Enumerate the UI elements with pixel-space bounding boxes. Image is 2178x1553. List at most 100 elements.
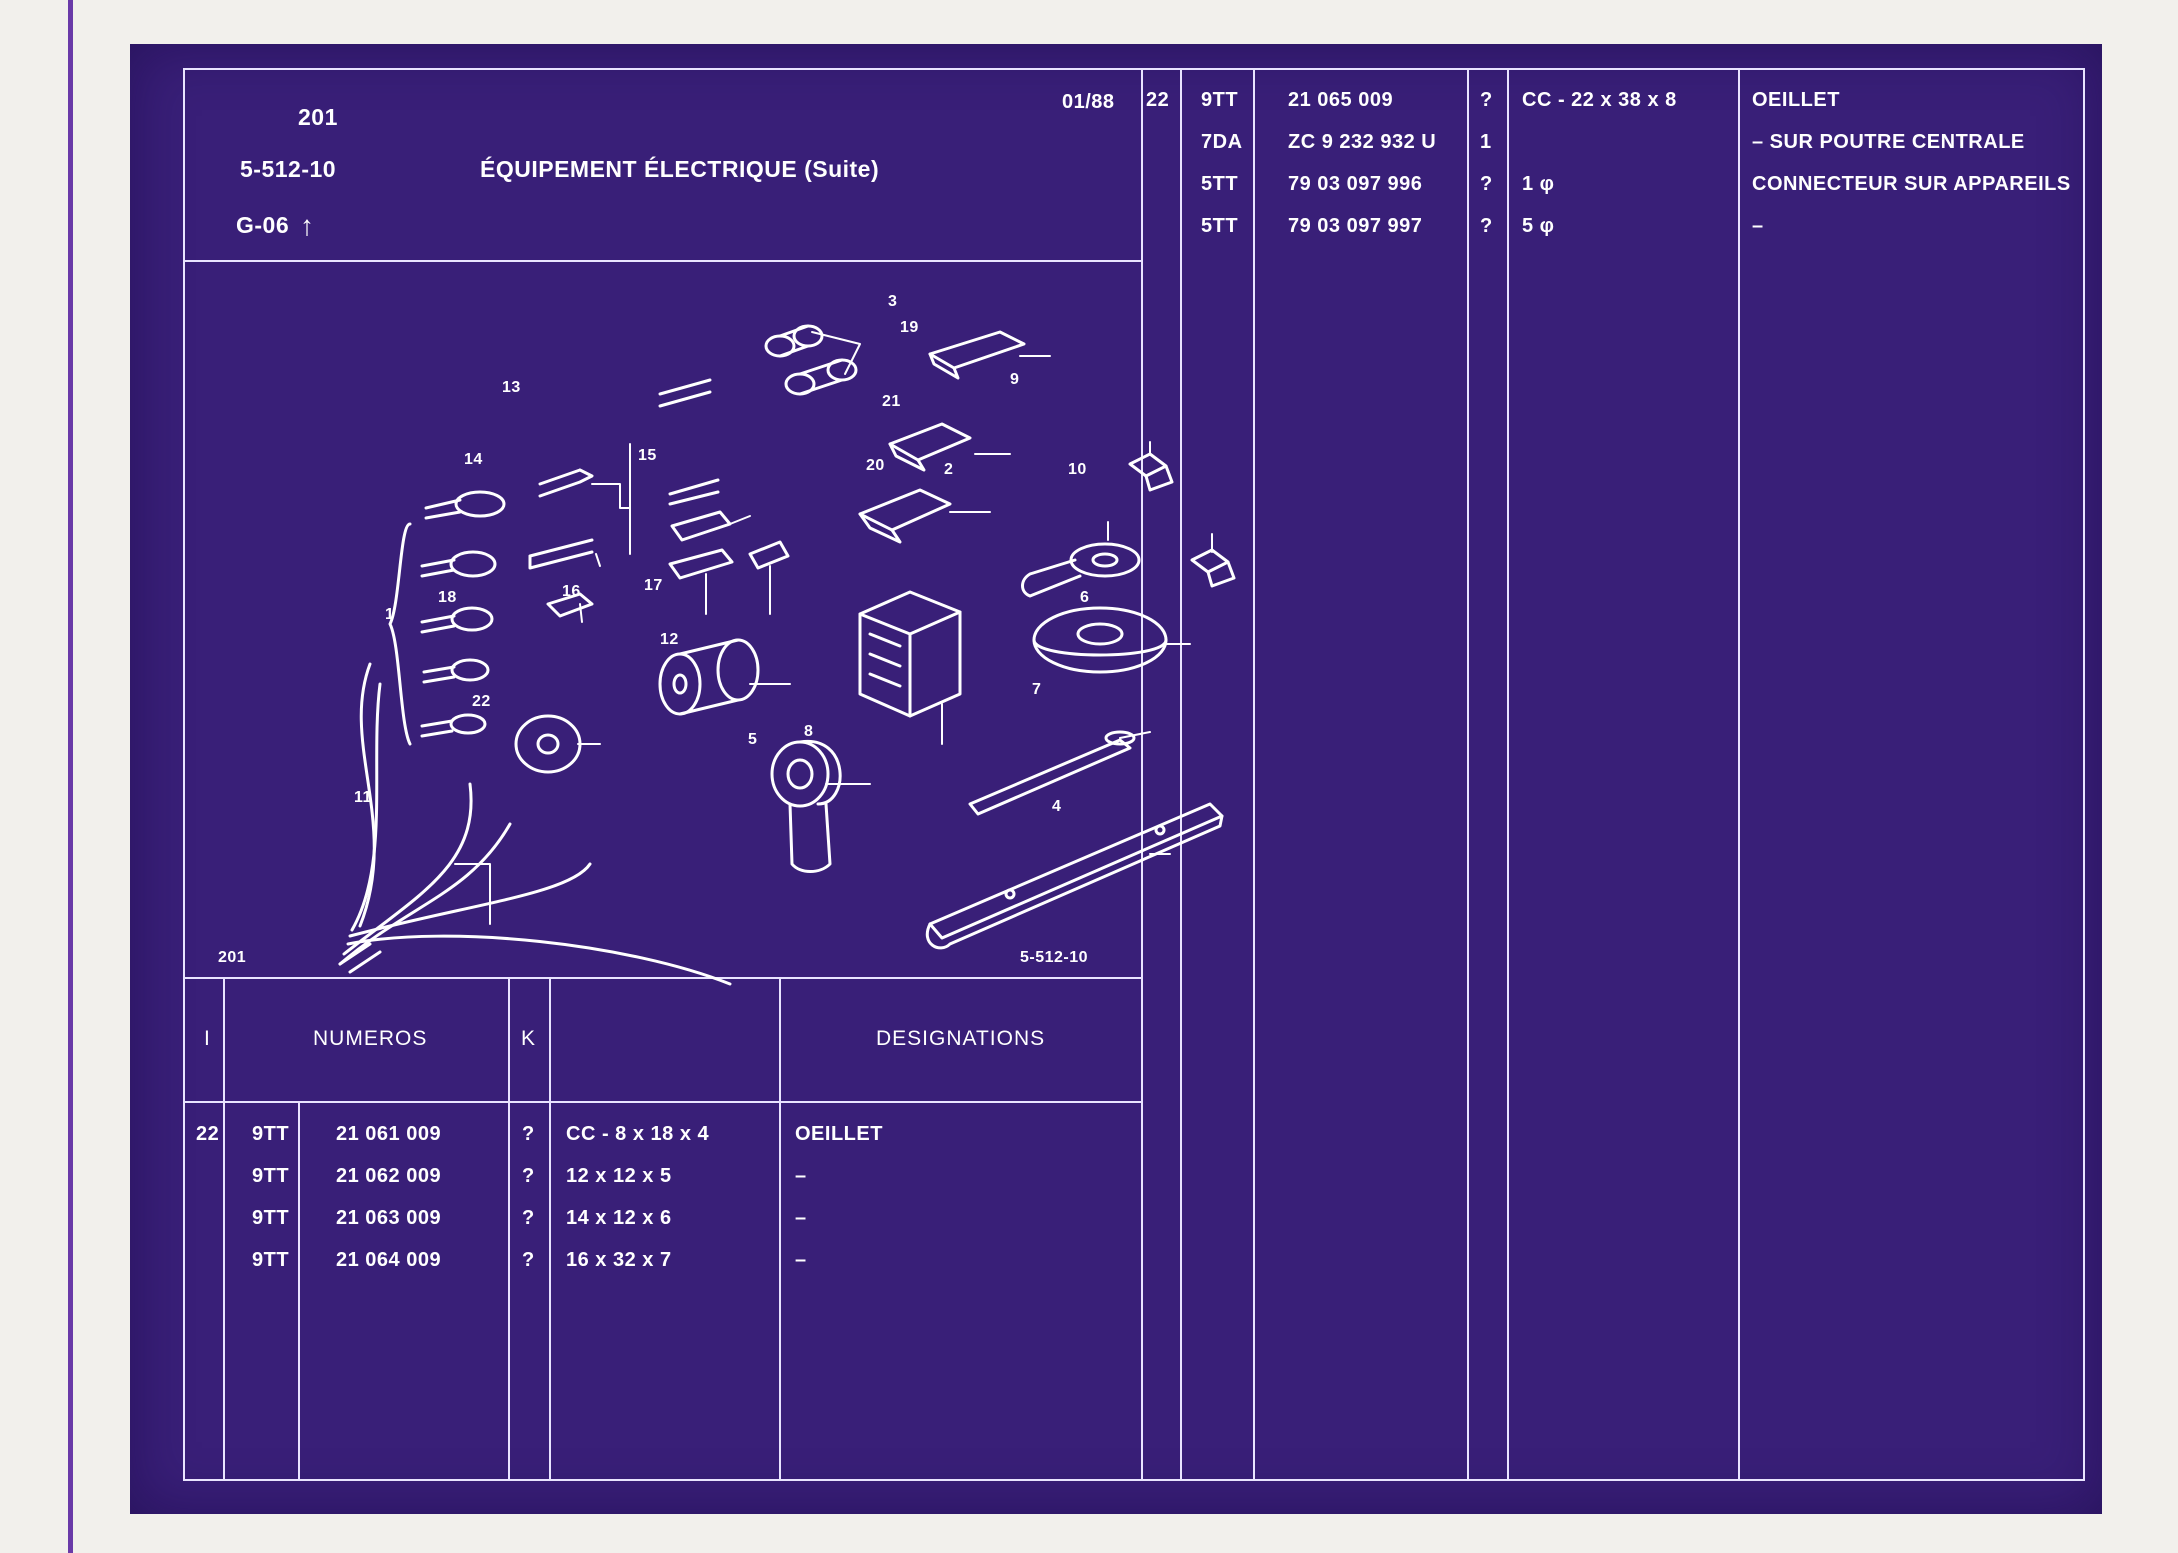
row-designation: OEILLET	[1752, 89, 1840, 111]
row-spec: CC - 22 x 38 x 8	[1522, 89, 1677, 111]
terminals-13-17-drawing	[658, 378, 790, 580]
col-sep-k	[549, 977, 551, 1481]
row-number: 21 064 009	[336, 1249, 442, 1271]
row-designation: CONNECTEUR SUR APPAREILS	[1752, 173, 2071, 195]
edition-date: 01/88	[1062, 91, 1115, 113]
row-spec: 16 x 32 x 7	[566, 1249, 672, 1271]
row-k: ?	[522, 1123, 535, 1145]
callout-6: 6	[1080, 589, 1090, 606]
grommet-22-drawing	[514, 714, 582, 774]
leader-lines	[454, 331, 1213, 925]
rcol-sep-spec	[1738, 68, 1740, 1481]
up-arrow-icon: ↑	[300, 210, 315, 241]
strap-7-drawing	[968, 730, 1136, 816]
row-prefix: 9TT	[252, 1165, 290, 1187]
sleeves-3-drawing	[764, 324, 858, 396]
center-separator-a	[1141, 68, 1143, 1481]
callout-21: 21	[882, 393, 901, 410]
frame-right	[2083, 68, 2085, 1481]
row-designation: –	[795, 1249, 807, 1271]
center-separator-b	[1180, 68, 1182, 1481]
col-sep-numbers	[508, 977, 510, 1481]
col-sep-spec	[779, 977, 781, 1481]
row-number: 21 062 009	[336, 1165, 442, 1187]
callout-16: 16	[562, 583, 581, 600]
table-header-bottom-line	[183, 1101, 1141, 1103]
row-prefix: 7DA	[1201, 131, 1243, 153]
row-spec: 14 x 12 x 6	[566, 1207, 672, 1229]
row-designation: OEILLET	[795, 1123, 883, 1145]
row-prefix: 9TT	[252, 1123, 290, 1145]
callout-8: 8	[804, 723, 814, 740]
row-designation: –	[795, 1207, 807, 1229]
callout-14: 14	[464, 451, 483, 468]
rcol-sep-prefix	[1253, 68, 1255, 1481]
callout-5: 5	[748, 731, 758, 748]
page-number: 201	[298, 104, 338, 130]
parts-sheet: 201 5-512-10 G-06 ↑ ÉQUIPEMENT ÉLECTRIQU…	[130, 44, 2102, 1514]
row-k: ?	[522, 1165, 535, 1187]
rcol-sep-k	[1507, 68, 1509, 1481]
row-number: 21 065 009	[1288, 89, 1394, 111]
figure-caption-right: 5-512-10	[1020, 949, 1089, 966]
callout-1: 1	[385, 606, 395, 623]
row-spec: 12 x 12 x 5	[566, 1165, 672, 1187]
row-k: ?	[1480, 173, 1493, 195]
row-item: 22	[1146, 89, 1170, 111]
figure-caption-left: 201	[218, 949, 247, 966]
callout-3: 3	[888, 293, 898, 310]
callout-20: 20	[866, 457, 885, 474]
row-number: ZC 9 232 932 U	[1288, 131, 1437, 153]
frame-bottom	[183, 1479, 2085, 1481]
connector-block-8-drawing	[858, 590, 962, 718]
cylinder-12-drawing	[658, 638, 760, 716]
row-number: 79 03 097 997	[1288, 215, 1423, 237]
channel-4-drawing	[926, 802, 1224, 950]
row-k: 1	[1480, 131, 1492, 153]
figure-bottom-line	[183, 977, 1141, 979]
callout-12: 12	[660, 631, 679, 648]
row-number: 21 061 009	[336, 1123, 442, 1145]
row-number: 21 063 009	[336, 1207, 442, 1229]
callout-2: 2	[944, 461, 954, 478]
frame-top	[183, 68, 2085, 70]
row-number: 79 03 097 996	[1288, 173, 1423, 195]
rcol-sep-numbers	[1467, 68, 1469, 1481]
row-k: ?	[522, 1207, 535, 1229]
row-k: ?	[1480, 215, 1493, 237]
reference-code: 5-512-10	[240, 156, 337, 182]
callout-10: 10	[1068, 461, 1087, 478]
row-designation: –	[1752, 215, 1764, 237]
exploded-parts-drawing	[338, 324, 1236, 986]
row-item: 22	[196, 1123, 220, 1145]
row-prefix: 5TT	[1201, 173, 1239, 195]
wire-harness-drawing	[338, 662, 732, 986]
col-header-item: I	[204, 1027, 211, 1050]
callout-19: 19	[900, 319, 919, 336]
callout-17: 17	[644, 577, 663, 594]
margin-rule	[68, 0, 73, 1553]
callout-13: 13	[502, 379, 521, 396]
row-prefix: 9TT	[1201, 89, 1239, 111]
col-header-designations: DESIGNATIONS	[876, 1027, 1046, 1050]
callout-22: 22	[472, 693, 491, 710]
frame-left	[183, 68, 185, 1481]
row-k: ?	[522, 1249, 535, 1271]
row-spec: 1 φ	[1522, 173, 1555, 195]
clips-9-10-drawing	[1128, 452, 1236, 588]
row-spec: 5 φ	[1522, 215, 1555, 237]
col-header-numbers: NUMEROS	[313, 1027, 428, 1050]
callout-15: 15	[638, 447, 657, 464]
group-code-text: G-06	[236, 212, 290, 238]
col-header-k: K	[521, 1027, 537, 1050]
terminals-14-18-drawing	[528, 468, 594, 618]
ring-terminal-2-drawing	[1021, 542, 1141, 598]
header-divider	[183, 260, 1141, 262]
washer-6-drawing	[1032, 606, 1168, 674]
col-sep-prefix	[298, 1101, 300, 1481]
ring-lugs-drawing	[388, 490, 506, 746]
callout-18: 18	[438, 589, 457, 606]
row-prefix: 5TT	[1201, 215, 1239, 237]
row-k: ?	[1480, 89, 1493, 111]
callout-7: 7	[1032, 681, 1042, 698]
